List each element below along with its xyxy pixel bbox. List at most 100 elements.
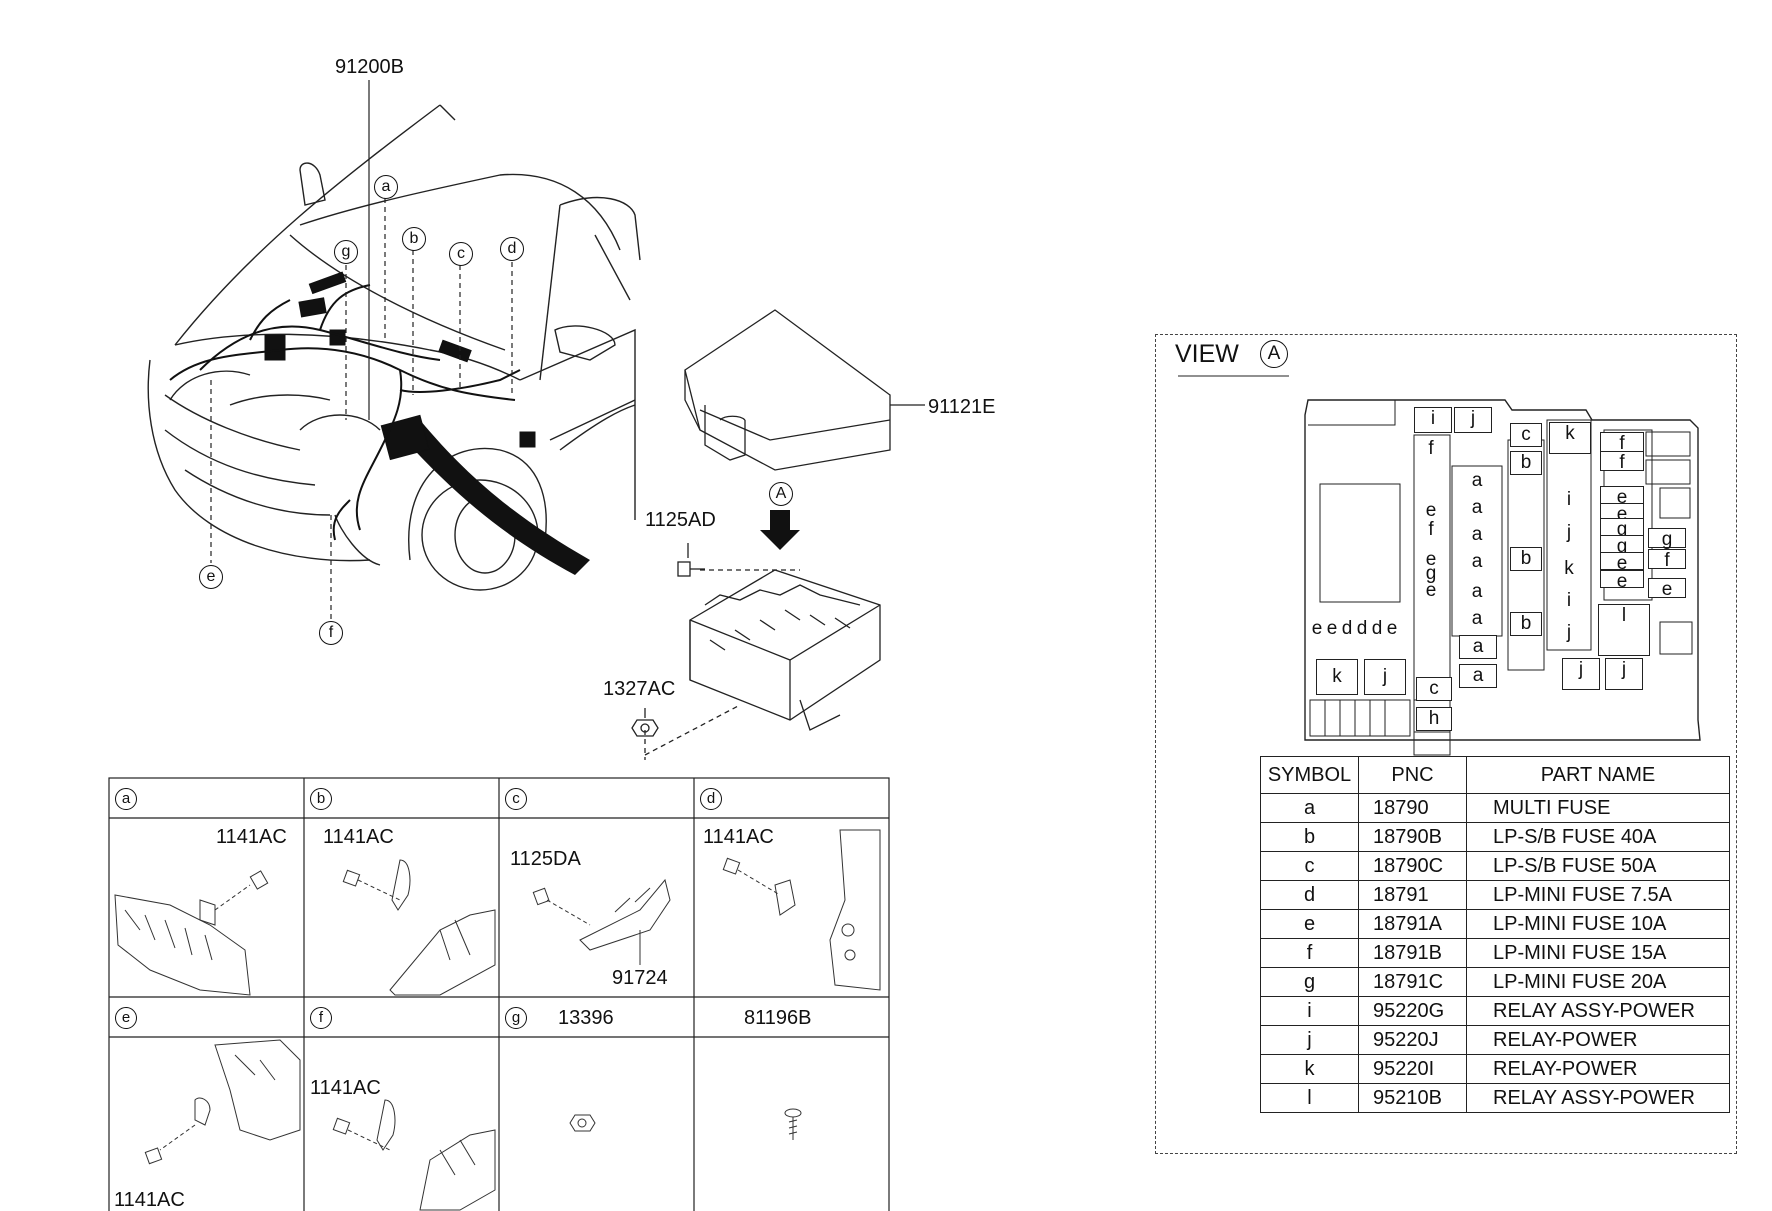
fuse-slot: e	[1311, 618, 1323, 639]
fuse-slot: e	[1425, 500, 1437, 521]
row-part-name: RELAY-POWER	[1466, 1025, 1730, 1055]
fuse-slot: b	[1510, 547, 1542, 571]
row-pnc: 95220G	[1358, 996, 1467, 1026]
fuse-slot: i	[1566, 489, 1572, 510]
row-pnc: 95210B	[1358, 1083, 1467, 1113]
cell-d-letter: d	[700, 788, 722, 810]
cell-g-letter: g	[505, 1007, 527, 1029]
row-pnc: 18791C	[1358, 967, 1467, 997]
row-symbol: k	[1260, 1054, 1359, 1084]
row-symbol: c	[1260, 851, 1359, 881]
callout-d: d	[500, 237, 524, 261]
row-part-name: RELAY ASSY-POWER	[1466, 1083, 1730, 1113]
fuse-slot: g	[1600, 535, 1644, 557]
row-symbol: e	[1260, 909, 1359, 939]
row-pnc: 18791A	[1358, 909, 1467, 939]
fuse-slot: k	[1316, 659, 1358, 695]
row-part-name: RELAY ASSY-POWER	[1466, 996, 1730, 1026]
row-pnc: 95220I	[1358, 1054, 1467, 1084]
col-pnc: PNC	[1358, 756, 1467, 794]
fuse-slot: a	[1459, 635, 1497, 659]
cell-f-letter: f	[310, 1007, 332, 1029]
fuse-slot: j	[1566, 522, 1572, 543]
fuse-slot: j	[1364, 659, 1406, 695]
fuse-slot: c	[1510, 423, 1542, 447]
fuse-slot: a	[1471, 470, 1483, 491]
cell-d-part: 1141AC	[703, 826, 774, 848]
cell-b-letter: b	[310, 788, 332, 810]
harness-part-label: 91200B	[335, 56, 404, 78]
cell-a-part: 1141AC	[216, 826, 287, 848]
fuse-slot: k	[1549, 422, 1591, 454]
fuse-slot: i	[1566, 590, 1572, 611]
view-title: VIEW	[1175, 340, 1239, 368]
row-symbol: g	[1260, 967, 1359, 997]
cell-b-part: 1141AC	[323, 826, 394, 848]
fuse-slot: e	[1600, 486, 1644, 508]
callout-g: g	[334, 240, 358, 264]
callout-f: f	[319, 621, 343, 645]
fuse-slot: e	[1326, 618, 1338, 639]
fuse-slot: e	[1600, 570, 1644, 592]
fuse-slot: d	[1371, 618, 1383, 639]
fuse-slot: f	[1600, 451, 1644, 473]
row-symbol: f	[1260, 938, 1359, 968]
col-symbol: SYMBOL	[1260, 756, 1359, 794]
row-pnc: 18790	[1358, 793, 1467, 823]
fuse-slot: e	[1600, 503, 1644, 525]
fuse-slot: a	[1471, 551, 1483, 572]
row-symbol: a	[1260, 793, 1359, 823]
row-pnc: 18791	[1358, 880, 1467, 910]
row-part-name: LP-MINI FUSE 20A	[1466, 967, 1730, 997]
callout-b: b	[402, 227, 426, 251]
fuse-slot: e	[1425, 549, 1437, 570]
row-pnc: 95220J	[1358, 1025, 1467, 1055]
callout-a: a	[374, 175, 398, 199]
fuse-slot: j	[1454, 407, 1492, 433]
row-part-name: LP-MINI FUSE 15A	[1466, 938, 1730, 968]
row-part-name: RELAY-POWER	[1466, 1054, 1730, 1084]
cell-f-part: 1141AC	[310, 1077, 381, 1099]
fuse-slot: j	[1562, 658, 1600, 690]
fuse-slot: a	[1459, 664, 1497, 688]
cover-part-label: 91121E	[928, 396, 996, 418]
row-symbol: d	[1260, 880, 1359, 910]
cell-e-letter: e	[115, 1007, 137, 1029]
view-a-panel	[1155, 334, 1737, 1154]
view-ref-marker: A	[769, 482, 793, 506]
row-part-name: MULTI FUSE	[1466, 793, 1730, 823]
fuse-slot: h	[1416, 707, 1452, 731]
row-part-name: LP-MINI FUSE 7.5A	[1466, 880, 1730, 910]
row-symbol: b	[1260, 822, 1359, 852]
fuse-slot: g	[1425, 563, 1437, 584]
fuse-slot: f	[1600, 432, 1644, 454]
row-symbol: l	[1260, 1083, 1359, 1113]
row-symbol: i	[1260, 996, 1359, 1026]
cell-c-letter: c	[505, 788, 527, 810]
fuse-slot: a	[1471, 608, 1483, 629]
view-ref-circle: A	[1260, 340, 1288, 368]
fuse-slot: b	[1510, 451, 1542, 475]
row-part-name: LP-MINI FUSE 10A	[1466, 909, 1730, 939]
fuse-slot: f	[1428, 438, 1434, 459]
fuse-slot: f	[1648, 549, 1686, 571]
cell-c-part-2: 91724	[612, 967, 668, 989]
fuse-slot: e	[1386, 618, 1398, 639]
fuse-slot: j	[1566, 622, 1572, 643]
fuse-slot: e	[1648, 578, 1686, 600]
row-pnc: 18791B	[1358, 938, 1467, 968]
row-part-name: LP-S/B FUSE 40A	[1466, 822, 1730, 852]
cell-e-part: 1141AC	[114, 1189, 185, 1211]
